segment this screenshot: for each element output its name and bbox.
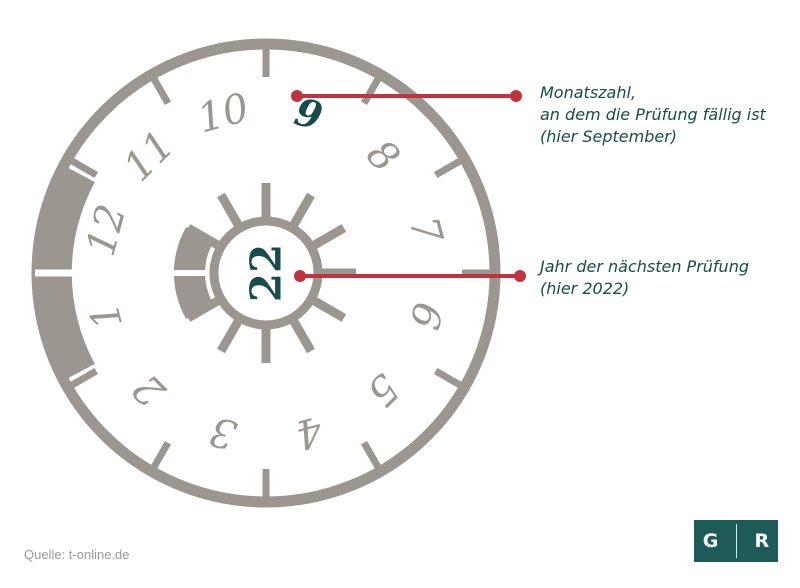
year-label: 22 [242, 244, 291, 302]
month-label-4: 4 [290, 407, 327, 458]
outer-tick [360, 73, 384, 106]
year-pointer [294, 270, 526, 282]
month-label-12: 12 [78, 200, 136, 261]
outer-tick [148, 73, 172, 106]
month-label-10: 10 [193, 85, 254, 143]
outer-tick [148, 440, 172, 473]
outer-tick [66, 155, 99, 179]
logo-divider [735, 524, 737, 558]
month-pointer [291, 90, 522, 102]
source-note: Quelle: t-online.de [24, 547, 130, 562]
month-label-3: 3 [205, 407, 241, 458]
publisher-logo: G R [694, 520, 778, 562]
inner-spoke [290, 319, 315, 354]
month-annotation: Monatszahl, an dem die Prüfung fällig is… [540, 82, 766, 148]
month-label-7: 7 [400, 212, 451, 249]
month-annotation-line2: an dem die Prüfung fällig ist [540, 105, 766, 124]
year-annotation: Jahr der nächsten Prüfung (hier 2022) [540, 256, 749, 300]
inner-spoke [217, 319, 242, 354]
year-annotation-line1: Jahr der nächsten Prüfung [540, 257, 749, 276]
inner-spoke [312, 297, 347, 322]
month-annotation-line1: Monatszahl, [540, 83, 637, 102]
outer-ticks [66, 45, 494, 501]
month-label-1: 1 [81, 297, 132, 333]
month-label-5: 5 [357, 364, 408, 415]
inner-spoke [312, 224, 347, 249]
inner-spoke [217, 192, 242, 227]
month-label-11: 11 [115, 122, 184, 191]
outer-tick [360, 440, 384, 473]
year-annotation-line2: (hier 2022) [540, 279, 630, 298]
outer-tick [66, 367, 99, 391]
outer-tick [433, 155, 466, 179]
logo-letter-r: R [754, 530, 770, 552]
outer-tick [433, 367, 466, 391]
month-label-8: 8 [357, 131, 408, 182]
month-label-2: 2 [124, 364, 175, 415]
logo-letter-g: G [702, 530, 719, 552]
month-label-6: 6 [400, 297, 451, 333]
month-annotation-line3: (hier September) [540, 127, 678, 146]
inner-spoke [290, 192, 315, 227]
inner-disc [209, 216, 323, 330]
